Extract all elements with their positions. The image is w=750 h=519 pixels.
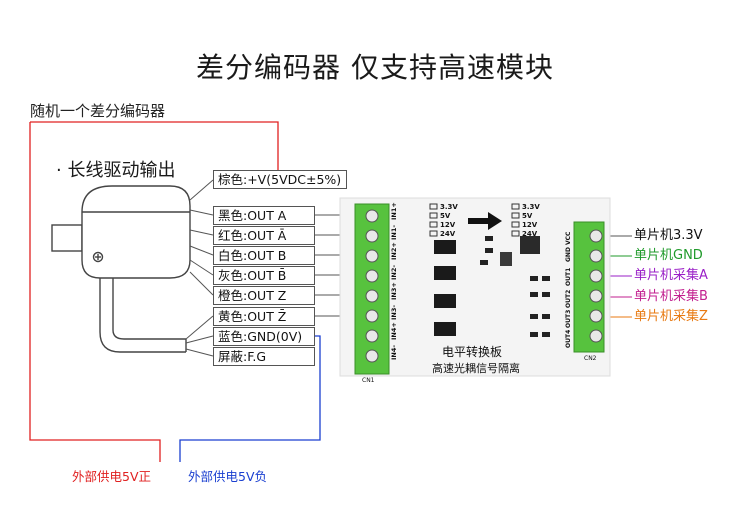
encoder-subtitle: 随机一个差分编码器 bbox=[30, 102, 166, 120]
pin-in3p: IN3+ bbox=[390, 282, 398, 300]
pin-in4p: IN4+ bbox=[390, 322, 398, 340]
pin-in2p: IN2+ bbox=[390, 242, 398, 260]
right-terminal-block bbox=[573, 221, 605, 353]
wire-label-white: 白色:OUT B bbox=[213, 246, 315, 265]
pin-out1: OUT1 bbox=[565, 268, 572, 286]
svg-text:12V: 12V bbox=[522, 221, 538, 229]
pin-out4: OUT4 bbox=[565, 330, 572, 348]
svg-text:24V: 24V bbox=[522, 230, 538, 238]
pin-in1n: IN1- bbox=[390, 225, 398, 240]
voltage-select-left: 3.3V 5V 12V 24V bbox=[429, 203, 458, 238]
encoder-body bbox=[51, 185, 191, 353]
page-title: 差分编码器 仅支持高速模块 bbox=[196, 51, 554, 84]
pin-in3n: IN3- bbox=[390, 305, 398, 320]
svg-text:3.3V: 3.3V bbox=[440, 203, 458, 211]
level-converter-board: IN1+ IN1- IN2+ IN2- IN3+ IN3- IN4+ IN4- … bbox=[339, 197, 611, 384]
direction-arrow bbox=[468, 212, 502, 230]
gnd-vcc-label: GND VCC bbox=[565, 231, 572, 262]
wire-label-shield: 屏蔽:F.G bbox=[213, 347, 315, 366]
wire-label-blue: 蓝色:GND(0V) bbox=[213, 327, 315, 346]
left-terminal-block bbox=[354, 203, 390, 375]
wire-label-red: 红色:OUT Ā bbox=[213, 226, 315, 245]
svg-text:5V: 5V bbox=[522, 212, 533, 220]
external-supply-negative: 外部供电5V负 bbox=[188, 469, 268, 484]
red-supply-line bbox=[29, 122, 161, 462]
optocouplers bbox=[434, 240, 456, 336]
small-components bbox=[480, 236, 550, 337]
board-subtitle: 高速光耦信号隔离 bbox=[432, 361, 520, 375]
svg-text:24V: 24V bbox=[440, 230, 456, 238]
wire-label-yellow: 黄色:OUT Z̄ bbox=[213, 307, 315, 326]
board-title: 电平转换板 bbox=[442, 344, 502, 359]
mcu-label-gnd: 单片机GND bbox=[634, 248, 703, 263]
wire-fan bbox=[185, 179, 632, 357]
wire-label-brown: 棕色:+V(5VDC±5%) bbox=[213, 170, 347, 189]
pin-out3: OUT3 bbox=[565, 310, 572, 328]
red-power-wire bbox=[30, 121, 279, 178]
cn1-label: CN1 bbox=[362, 377, 375, 384]
pin-out2: OUT2 bbox=[565, 290, 572, 308]
external-supply-positive: 外部供电5V正 bbox=[72, 469, 152, 484]
mcu-label-b: 单片机采集B bbox=[634, 289, 708, 304]
mcu-label-3v3: 单片机3.3V bbox=[634, 228, 703, 243]
svg-text:5V: 5V bbox=[440, 212, 451, 220]
blue-gnd-wire bbox=[179, 335, 321, 462]
svg-text:3.3V: 3.3V bbox=[522, 203, 540, 211]
pin-in1p: IN1+ bbox=[390, 202, 398, 220]
wire-label-black: 黑色:OUT A bbox=[213, 206, 315, 225]
long-line-driver-label: · 长线驱动输出 bbox=[56, 160, 176, 181]
mcu-label-a: 单片机采集A bbox=[634, 268, 708, 283]
wire-label-orange: 橙色:OUT Z bbox=[213, 286, 315, 305]
voltage-select-right: 3.3V 5V 12V 24V bbox=[511, 203, 540, 238]
pin-in2n: IN2- bbox=[390, 265, 398, 280]
mcu-label-z: 单片机采集Z bbox=[634, 309, 708, 324]
left-pin-labels: IN1+ IN1- IN2+ IN2- IN3+ IN3- IN4+ IN4- bbox=[390, 202, 398, 360]
svg-text:12V: 12V bbox=[440, 221, 456, 229]
wire-label-gray: 灰色:OUT B̄ bbox=[213, 266, 315, 285]
cn2-label: CN2 bbox=[584, 355, 597, 362]
pin-in4n: IN4- bbox=[390, 345, 398, 360]
right-pin-labels: GND VCC OUT1 OUT2 OUT3 OUT4 bbox=[565, 231, 572, 348]
